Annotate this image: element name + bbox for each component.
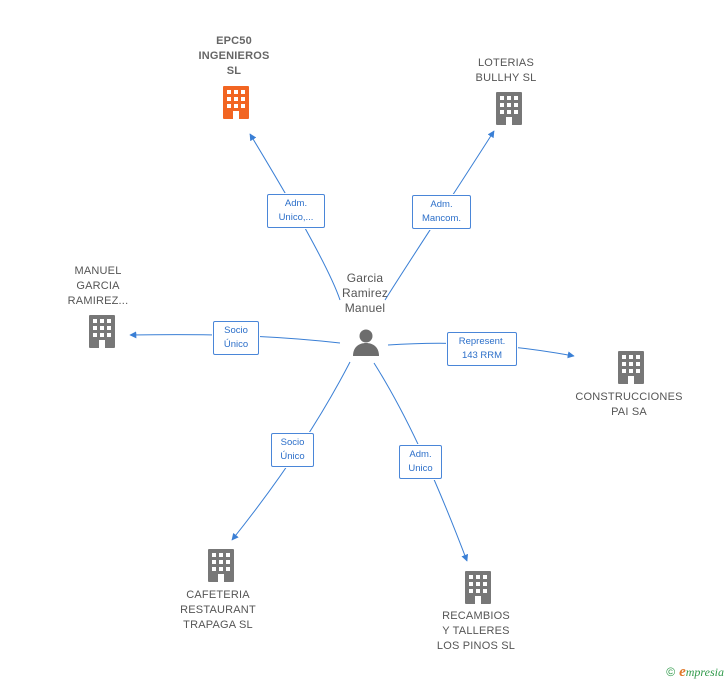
edge-badge-loterias[interactable]: Adm. Mancom. <box>412 195 471 229</box>
node-label-line: PAI SA <box>611 406 647 418</box>
brand-name: mpresia <box>685 665 724 679</box>
edge-badge-line: Único <box>223 339 249 350</box>
node-label-line: LOS PINOS SL <box>436 640 516 652</box>
node-label-loterias[interactable]: LOTERIAS BULLHY SL <box>456 56 556 86</box>
node-label-epc50[interactable]: EPC50 INGENIEROS SL <box>184 34 284 79</box>
node-label-line: BULLHY SL <box>475 72 537 84</box>
edge-badge-line: 143 RRM <box>461 350 503 361</box>
building-icon-loterias[interactable] <box>493 90 525 126</box>
brand-initial: e <box>679 664 686 680</box>
edge-badge-line: Unico <box>408 463 433 474</box>
edge-badge-epc50[interactable]: Adm. Unico,... <box>267 194 325 228</box>
node-label-line: RESTAURANT <box>180 604 256 616</box>
node-label-cafeteria[interactable]: CAFETERIA RESTAURANT TRAPAGA SL <box>168 588 268 633</box>
copyright-symbol: © <box>666 665 676 679</box>
edge-badge-cafeteria[interactable]: Socio Único <box>271 433 314 467</box>
edge-epc50 <box>249 133 341 301</box>
building-icon-construcciones[interactable] <box>615 349 647 385</box>
node-label-line: GARCIA <box>76 280 120 292</box>
person-icon[interactable] <box>351 327 381 357</box>
edge-badge-manuel[interactable]: Socio Único <box>213 321 259 355</box>
building-icon-recambios[interactable] <box>462 569 494 605</box>
edge-badge-line: Único <box>280 451 305 462</box>
center-name-line: Ramirez <box>341 286 389 300</box>
edge-badge-line: Mancom. <box>421 213 462 224</box>
node-label-line: INGENIEROS <box>198 50 270 62</box>
node-label-line: CAFETERIA <box>186 589 250 601</box>
node-label-line: CONSTRUCCIONES <box>575 391 683 403</box>
building-icon-epc50[interactable] <box>220 84 252 120</box>
building-icon-manuel[interactable] <box>86 313 118 349</box>
node-label-line: EPC50 <box>216 35 252 47</box>
building-icon-cafeteria[interactable] <box>205 547 237 583</box>
edge-badge-line: Represent. <box>458 336 506 347</box>
brand-footer: ©empresia <box>666 664 724 681</box>
edge-badge-line: Adm. <box>409 449 432 460</box>
edge-badge-line: Socio <box>280 437 305 448</box>
edge-badge-recambios[interactable]: Adm. Unico <box>399 445 442 479</box>
center-name-line: Manuel <box>344 301 386 315</box>
node-label-line: TRAPAGA SL <box>183 619 253 631</box>
node-label-construcciones[interactable]: CONSTRUCCIONES PAI SA <box>566 390 692 420</box>
node-label-manuel[interactable]: MANUEL GARCIA RAMIREZ... <box>48 264 148 309</box>
edge-badge-line: Adm. <box>284 198 308 209</box>
node-label-line: SL <box>226 65 242 77</box>
edge-badge-line: Adm. <box>430 199 453 210</box>
edge-badge-line: Socio <box>224 325 248 336</box>
node-label-line: RECAMBIOS <box>442 610 510 622</box>
edge-badge-line: Unico,... <box>278 212 314 223</box>
node-label-line: RAMIREZ... <box>67 295 129 307</box>
edge-badge-construcciones[interactable]: Represent. 143 RRM <box>447 332 517 366</box>
node-label-line: Y TALLERES <box>442 625 510 637</box>
center-person-name: Garcia Ramirez Manuel <box>322 271 408 316</box>
node-label-line: LOTERIAS <box>477 57 534 69</box>
node-label-line: MANUEL <box>74 265 122 277</box>
node-label-recambios[interactable]: RECAMBIOS Y TALLERES LOS PINOS SL <box>420 609 532 654</box>
center-name-line: Garcia <box>346 271 384 285</box>
